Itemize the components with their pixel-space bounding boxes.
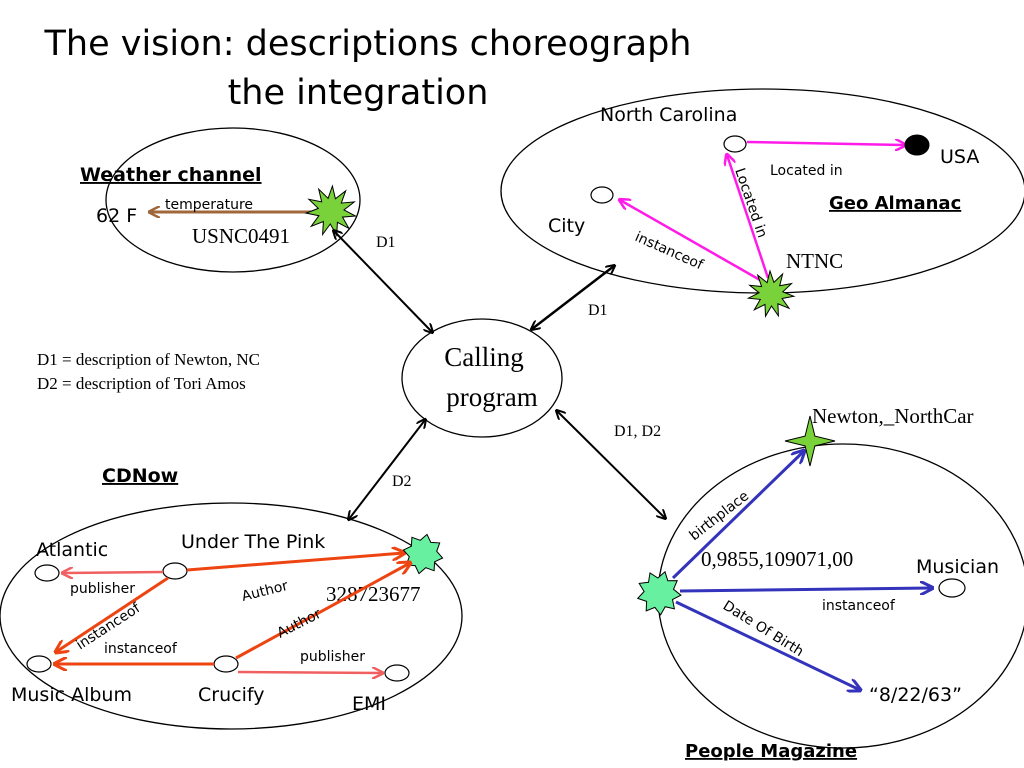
birthplace-label: birthplace [687, 488, 752, 544]
usnc-label: USNC0491 [192, 224, 290, 248]
weather-channel-label: Weather channel [80, 164, 262, 186]
coords-label: 0,9855,109071,00 [701, 547, 853, 571]
geo-link-label: D1 [588, 302, 608, 319]
geo-almanac-label: Geo Almanac [829, 193, 961, 214]
instanceof-edge-album-1 [56, 576, 169, 652]
cdnow-link-label: D2 [392, 473, 412, 490]
weather-link-arrow [334, 231, 432, 332]
under-the-pink-label: Under The Pink [181, 531, 325, 553]
instanceof-edge-city [620, 200, 761, 282]
instanceof-edge-musician [679, 588, 932, 591]
instanceof-label-people: instanceof [822, 598, 896, 614]
city-label: City [548, 215, 585, 237]
number-label: 328723677 [326, 582, 421, 606]
located-in-edge-usa [746, 142, 905, 145]
city-node [590, 186, 614, 204]
newton-label: Newton,_NorthCar [812, 404, 974, 428]
usa-label: USA [940, 146, 979, 168]
title-line-1: The vision: descriptions choreograph [44, 24, 692, 64]
birthplace-edge [671, 451, 804, 580]
weather-channel-ellipse [105, 127, 361, 273]
cdnow-link-arrow [349, 420, 425, 519]
newton-star-node [784, 415, 836, 467]
legend-d2: D2 = description of Tori Amos [37, 374, 246, 393]
title-line-2: the integration [228, 73, 489, 113]
people-link-arrow [557, 411, 665, 518]
music-album-node [26, 655, 52, 673]
atlantic-label: Atlantic [36, 539, 108, 561]
tori-star-node [636, 570, 682, 616]
north-carolina-node [723, 135, 747, 153]
artist-star-node [402, 533, 444, 575]
value-62f: 62 F [96, 205, 137, 227]
usnc-star-node [304, 184, 358, 238]
publisher-edge-emi [237, 672, 382, 673]
usa-node [904, 134, 930, 156]
geo-link-arrow [532, 266, 614, 329]
temperature-edge-label: temperature [165, 197, 253, 213]
ntnc-star-node [746, 269, 796, 319]
music-album-label: Music Album [11, 684, 132, 706]
publisher-edge-atlantic [63, 572, 164, 573]
cdnow-label: CDNow [102, 465, 178, 487]
ntnc-label: NTNC [786, 249, 843, 273]
instanceof-label-geo: instanceof [632, 229, 706, 274]
musician-label: Musician [916, 556, 999, 578]
instanceof-label-2: instanceof [104, 641, 178, 657]
located-in-label-1: Located in [770, 163, 843, 179]
author-label-1: Author [240, 578, 290, 605]
cdnow-ellipse [0, 502, 463, 730]
author-edge-1 [186, 553, 404, 572]
people-link-label: D1, D2 [614, 423, 661, 440]
emi-label: EMI [352, 693, 386, 715]
dob-edge [675, 600, 860, 690]
calling-program-line-2: program [446, 382, 537, 412]
located-in-edge-nc [727, 155, 770, 279]
crucify-label: Crucify [198, 684, 264, 706]
calling-program-line-1: Calling [444, 342, 524, 372]
emi-node [384, 664, 410, 682]
author-edge-2 [235, 563, 410, 660]
musician-node [938, 578, 966, 598]
people-magazine-ellipse [657, 443, 1024, 749]
under-the-pink-node [162, 562, 188, 580]
crucify-node [213, 655, 239, 673]
publisher-label-1: publisher [70, 581, 135, 597]
people-magazine-label: People Magazine [685, 741, 857, 762]
atlantic-node [34, 564, 60, 582]
author-label-2: Author [275, 606, 324, 642]
publisher-label-2: publisher [300, 649, 365, 665]
north-carolina-label: North Carolina [600, 104, 737, 126]
weather-link-label: D1 [376, 234, 396, 251]
date-label: “8/22/63” [869, 684, 962, 706]
calling-program-ellipse [401, 318, 563, 438]
legend-d1: D1 = description of Newton, NC [37, 350, 260, 369]
